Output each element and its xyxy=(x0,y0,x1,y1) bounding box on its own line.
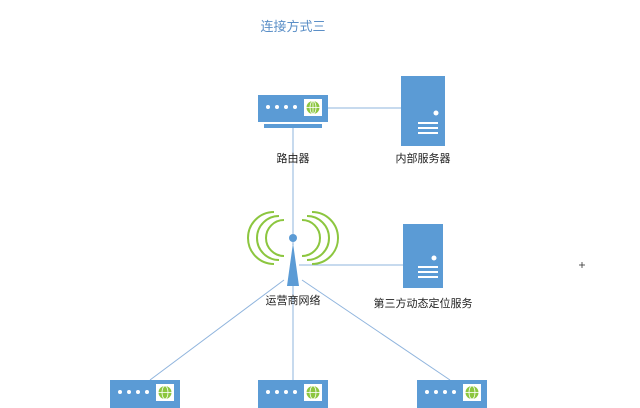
diagram-title: 连接方式三 xyxy=(260,20,326,35)
globe-icon xyxy=(156,384,174,401)
carrier-network-label: 运营商网络 xyxy=(265,294,321,307)
router-icon xyxy=(258,380,328,408)
server-icon xyxy=(403,224,443,288)
line-tower-client-left xyxy=(149,279,285,381)
router-label: 路由器 xyxy=(276,152,310,165)
server-icon xyxy=(401,76,445,146)
cell-tower-icon xyxy=(247,211,339,286)
router-icon xyxy=(258,95,328,128)
third-party-service-label: 第三方动态定位服务 xyxy=(373,297,473,310)
router-icon xyxy=(417,380,487,408)
connection-lines xyxy=(149,107,451,381)
globe-icon xyxy=(463,384,481,401)
router-icon xyxy=(110,380,180,408)
globe-icon xyxy=(304,384,322,401)
globe-icon xyxy=(304,99,322,116)
cursor-plus-icon xyxy=(579,262,585,268)
line-tower-client-right xyxy=(301,279,451,381)
internal-server-label: 内部服务器 xyxy=(395,152,451,165)
